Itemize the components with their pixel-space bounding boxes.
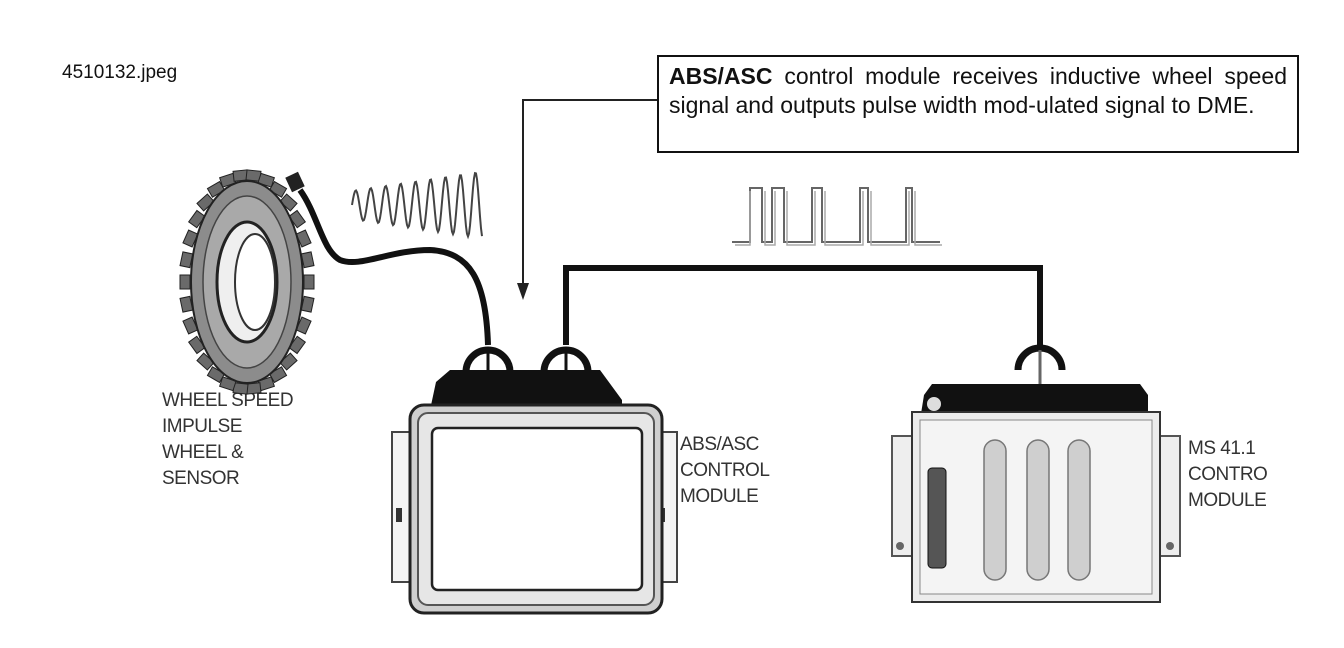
pwm-square-signal [732, 187, 940, 243]
abs-label-line-3: MODULE [680, 486, 759, 507]
image-filename: 4510132.jpeg [62, 62, 178, 83]
pwm-signal-shadow [735, 191, 942, 246]
wheel-label-line-3: WHEEL & [162, 442, 244, 463]
callout-bold: ABS/ASC [669, 63, 773, 89]
ms-label-line-3: MODULE [1188, 490, 1267, 511]
abs-label-line-2: CONTROL [680, 460, 770, 481]
wheel-sensor-label: WHEEL SPEED IMPULSE WHEEL & SENSOR [162, 388, 294, 492]
impulse-wheel-gear [179, 169, 315, 395]
callout-pointer-arrow [517, 99, 657, 300]
pwm-output-wire [563, 265, 1043, 345]
wheel-label-line-2: IMPULSE [162, 416, 242, 437]
callout-text: control module receives inductive wheel … [669, 63, 1287, 118]
wheel-label-line-4: SENSOR [162, 468, 240, 489]
inductive-sine-signal [351, 171, 483, 240]
ms41-control-module [891, 384, 1181, 603]
wheel-label-line-1: WHEEL SPEED [162, 390, 294, 411]
callout-box: ABS/ASC control module receives inductiv… [657, 55, 1299, 153]
ms-label-line-1: MS 41.1 [1188, 438, 1256, 459]
abs-module-label: ABS/ASC CONTROL MODULE [680, 432, 770, 510]
wheel-sensor-cable [285, 171, 491, 346]
ms-module-label: MS 41.1 CONTRO MODULE [1188, 436, 1268, 514]
abs-label-line-1: ABS/ASC [680, 434, 759, 455]
ms-label-line-2: CONTRO [1188, 464, 1268, 485]
abs-asc-control-module [391, 370, 678, 615]
